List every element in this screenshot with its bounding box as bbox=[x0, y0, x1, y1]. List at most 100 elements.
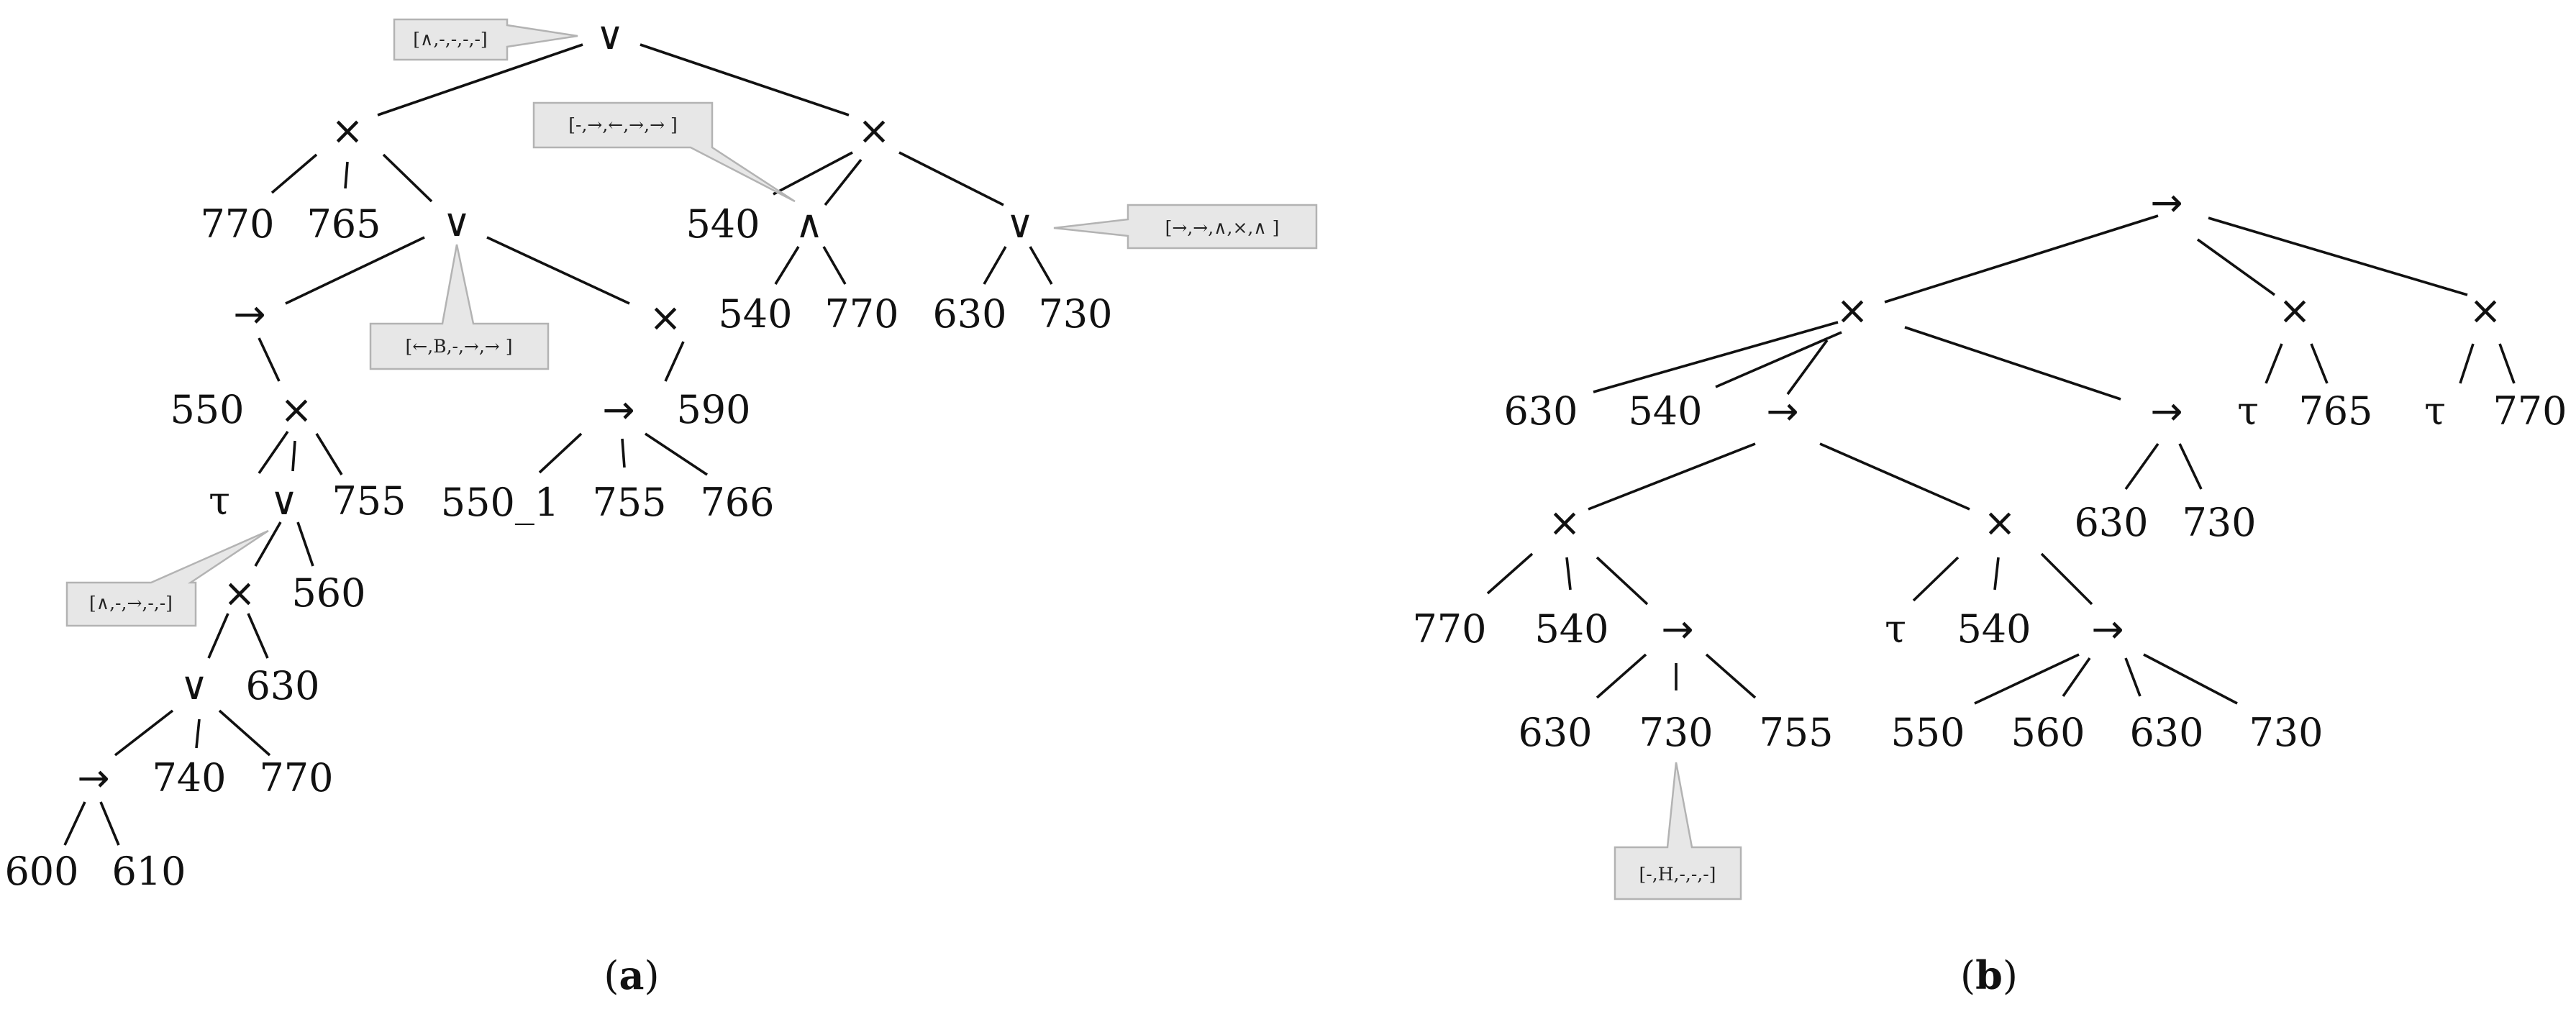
node-activity-766: 766 bbox=[700, 480, 774, 525]
edge bbox=[486, 236, 630, 305]
node-activity-540: 540 bbox=[718, 291, 792, 337]
node-activity-540: 540 bbox=[1534, 606, 1608, 652]
edge bbox=[774, 246, 800, 285]
node-sequence: → bbox=[77, 755, 109, 801]
node-or: ∨ bbox=[1006, 201, 1034, 247]
edge bbox=[382, 153, 433, 203]
callout-text: [→,→,∧,×,∧ ] bbox=[1165, 217, 1280, 238]
edge bbox=[2208, 216, 2468, 296]
edge bbox=[1912, 556, 1960, 602]
edge bbox=[1029, 246, 1053, 285]
node-tau: τ bbox=[1885, 606, 1906, 652]
edge bbox=[1993, 557, 2000, 590]
node-choice: × bbox=[2469, 288, 2501, 333]
node-activity-550: 550 bbox=[1890, 710, 1965, 755]
node-activity-755: 755 bbox=[1759, 710, 1833, 755]
node-activity-730: 730 bbox=[2182, 500, 2256, 545]
node-activity-540: 540 bbox=[686, 201, 760, 247]
edge bbox=[270, 153, 318, 194]
edge bbox=[247, 613, 269, 659]
edge bbox=[254, 521, 282, 567]
edge bbox=[2040, 552, 2093, 606]
edge bbox=[296, 521, 314, 567]
node-activity-560: 560 bbox=[291, 570, 365, 616]
node-activity-630: 630 bbox=[2074, 500, 2148, 545]
node-choice: × bbox=[1983, 500, 2016, 545]
node-tau: τ bbox=[209, 478, 230, 524]
callout-text: [-,→,←,→,→ ] bbox=[568, 114, 677, 135]
node-activity-560: 560 bbox=[2011, 710, 2085, 755]
edge bbox=[664, 341, 685, 382]
callout-or-lower: [∧,-,→,-,-] bbox=[65, 529, 269, 627]
edge bbox=[2498, 343, 2516, 384]
edge bbox=[1486, 552, 1534, 595]
edge bbox=[773, 151, 853, 196]
node-tau: τ bbox=[2424, 388, 2446, 434]
node-choice: × bbox=[280, 387, 312, 432]
node-activity-740: 740 bbox=[152, 755, 226, 801]
node-activity-730: 730 bbox=[1639, 710, 1713, 755]
edge bbox=[1596, 556, 1649, 606]
panel-a-edges bbox=[63, 43, 1053, 846]
node-tau: τ bbox=[2237, 388, 2259, 434]
edge bbox=[195, 719, 201, 749]
callout-and-node: [-,→,←,→,→ ] bbox=[532, 101, 796, 203]
node-activity-550: 550 bbox=[170, 387, 244, 432]
edge bbox=[1974, 653, 2080, 705]
node-choice: × bbox=[857, 108, 890, 153]
node-activity-630: 630 bbox=[2129, 710, 2203, 755]
node-activity-770: 770 bbox=[200, 201, 274, 247]
edge bbox=[621, 438, 626, 468]
edge bbox=[640, 43, 850, 117]
node-root-or: ∨ bbox=[596, 13, 624, 58]
callout-text: [∧,-,-,-,-] bbox=[413, 29, 487, 50]
node-activity-590: 590 bbox=[676, 387, 750, 432]
node-choice: × bbox=[1836, 288, 1868, 333]
callout-activity-730: [-,H,-,-,-] bbox=[1614, 762, 1742, 900]
edge bbox=[99, 801, 120, 846]
panel-a-callouts: [∧,-,-,-,-] [-,→,←,→,→ ] [→,→,∧,×,∧ ] [←… bbox=[65, 18, 1318, 627]
node-activity-765: 765 bbox=[2298, 388, 2372, 434]
edge bbox=[538, 432, 583, 474]
panel-a-nodes: ∨ × 770 765 ∨ → 550 × τ ∨ 755 × 560 ∨ 63… bbox=[4, 13, 1112, 894]
edge bbox=[1904, 326, 2121, 401]
edge bbox=[285, 236, 425, 305]
panel-b-edges bbox=[1486, 214, 2516, 705]
callout-or-right: [→,→,∧,×,∧ ] bbox=[1053, 204, 1318, 250]
edge bbox=[1786, 339, 1829, 396]
node-activity-770: 770 bbox=[824, 291, 898, 337]
node-sequence: → bbox=[1661, 606, 1693, 652]
callout-or-middle: [←,B,-,→,→ ] bbox=[369, 244, 550, 370]
panel-a-letter: a bbox=[619, 952, 645, 998]
node-or: ∨ bbox=[270, 478, 299, 524]
edge bbox=[2124, 442, 2159, 491]
edge bbox=[218, 709, 271, 757]
edge bbox=[1593, 321, 1839, 393]
edge bbox=[1596, 653, 1647, 699]
edge bbox=[824, 158, 863, 206]
callout-text: [-,H,-,-,-] bbox=[1639, 864, 1716, 885]
node-sequence: → bbox=[233, 291, 265, 337]
edge bbox=[258, 430, 289, 475]
panel-b-caption: (b) bbox=[1960, 952, 2018, 998]
edge bbox=[2178, 443, 2203, 490]
node-activity-770: 770 bbox=[1412, 606, 1486, 652]
node-sequence: → bbox=[2150, 388, 2183, 434]
edge bbox=[1819, 442, 1970, 511]
node-choice: × bbox=[223, 570, 255, 616]
panel-b-letter: b bbox=[1975, 952, 2003, 998]
node-activity-630: 630 bbox=[932, 291, 1006, 337]
edge bbox=[63, 801, 86, 846]
edge bbox=[2265, 343, 2283, 384]
edge bbox=[1565, 557, 1572, 590]
node-activity-755: 755 bbox=[332, 478, 406, 524]
node-choice: × bbox=[331, 108, 363, 153]
node-choice: × bbox=[2278, 288, 2311, 333]
node-activity-770: 770 bbox=[2493, 388, 2567, 434]
node-or: ∨ bbox=[180, 663, 209, 708]
panel-a-tree: ∨ × 770 765 ∨ → 550 × τ ∨ 755 × 560 ∨ 63… bbox=[4, 13, 1318, 998]
node-activity-600: 600 bbox=[4, 849, 78, 894]
edge bbox=[645, 432, 708, 476]
edge bbox=[114, 709, 174, 757]
edge bbox=[1588, 442, 1756, 511]
